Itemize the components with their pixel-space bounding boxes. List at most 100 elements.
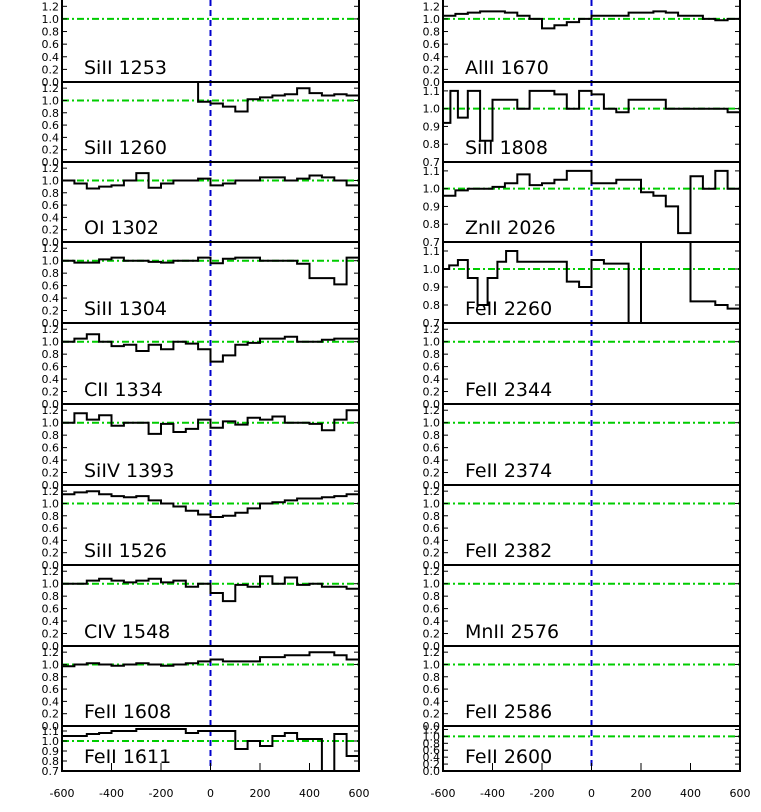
x-tick-label: 600: [730, 787, 751, 800]
y-tick-label: 0.6: [423, 744, 441, 757]
y-tick-label: 0.8: [42, 26, 60, 39]
y-tick-label: 0.8: [423, 299, 441, 312]
y-tick-label: 0.6: [42, 119, 60, 132]
spectrum-series: [443, 169, 740, 235]
y-tick-label: 1.2: [42, 565, 60, 578]
y-tick-label: 0.2: [42, 467, 60, 480]
y-tick-label: 0.8: [42, 590, 60, 603]
x-tick-label: -600: [431, 787, 456, 800]
panel-line-label: FeII 1608: [84, 701, 171, 723]
panel-line-label: FeII 2260: [465, 298, 552, 320]
y-tick-label: 1.0: [423, 578, 441, 591]
y-tick-label: 0.4: [42, 534, 60, 547]
panel-line-label: FeII 1611: [84, 746, 171, 768]
y-tick-label: 1.0: [42, 497, 60, 510]
y-tick-label: 1.1: [42, 725, 60, 738]
panel-line-label: ZnII 2026: [465, 217, 556, 239]
y-tick-label: 0.8: [42, 671, 60, 684]
y-tick-label: 0.0: [423, 640, 441, 653]
y-tick-label: 0.6: [42, 199, 60, 212]
y-tick-label: 1.2: [42, 82, 60, 95]
x-tick-label: 200: [250, 787, 271, 800]
y-tick-label: 1.2: [42, 242, 60, 255]
y-tick-label: 0.6: [42, 442, 60, 455]
x-tick-label: -200: [530, 787, 555, 800]
y-tick-label: 0.7: [423, 156, 441, 169]
y-tick-label: 0.8: [423, 138, 441, 151]
y-tick-label: 1.2: [423, 723, 441, 736]
x-tick-label: 600: [349, 787, 370, 800]
y-tick-label: 0.0: [42, 156, 60, 169]
y-tick-label: 0.0: [423, 479, 441, 492]
y-tick-label: 0.6: [423, 522, 441, 535]
y-tick-label: 0.4: [423, 373, 441, 386]
x-tick-label: 200: [631, 787, 652, 800]
y-tick-label: 1.1: [423, 165, 441, 178]
panel-line-label: CII 1334: [84, 379, 163, 401]
y-tick-label: 0.0: [42, 559, 60, 572]
x-tick-label: -200: [149, 787, 174, 800]
y-tick-label: 1.2: [42, 323, 60, 336]
y-tick-label: 0.6: [423, 683, 441, 696]
y-tick-label: 0.2: [423, 628, 441, 641]
y-tick-label: 0.8: [42, 510, 60, 523]
y-tick-label: 0.4: [42, 615, 60, 628]
y-tick-label: 1.2: [42, 0, 60, 13]
y-tick-label: 0.6: [423, 361, 441, 374]
spectrum-series: [443, 89, 740, 142]
y-tick-label: 0.6: [423, 38, 441, 51]
y-tick-label: 0.9: [423, 120, 441, 133]
x-tick-label: -600: [50, 787, 75, 800]
y-tick-label: 0.2: [42, 144, 60, 157]
y-tick-label: 0.8: [423, 348, 441, 361]
y-tick-label: 0.4: [42, 373, 60, 386]
panel-line-label: MnII 2576: [465, 621, 559, 643]
y-tick-label: 1.2: [423, 646, 441, 659]
y-tick-label: 0.0: [423, 765, 441, 778]
spectrum-series: [62, 728, 359, 771]
y-tick-label: 1.2: [423, 485, 441, 498]
y-tick-label: 0.6: [42, 361, 60, 374]
y-tick-label: 0.0: [42, 317, 60, 330]
y-tick-label: 0.0: [42, 720, 60, 733]
y-tick-label: 0.6: [42, 603, 60, 616]
y-tick-label: 0.8: [423, 26, 441, 39]
y-tick-label: 1.0: [42, 174, 60, 187]
y-tick-label: 1.0: [42, 417, 60, 430]
panel-line-label: SiII 1253: [84, 57, 167, 79]
y-tick-label: 1.1: [423, 245, 441, 258]
panel-line-label: OI 1302: [84, 217, 159, 239]
y-tick-label: 0.2: [423, 386, 441, 399]
y-tick-label: 0.4: [42, 292, 60, 305]
x-tick-label: -400: [99, 787, 124, 800]
y-tick-label: 0.0: [42, 479, 60, 492]
y-tick-label: 0.8: [42, 107, 60, 120]
y-tick-label: 1.0: [42, 255, 60, 268]
x-tick-label: 0: [207, 787, 214, 800]
y-tick-label: 0.8: [42, 348, 60, 361]
y-tick-label: 0.8: [423, 737, 441, 750]
y-tick-label: 0.8: [42, 429, 60, 442]
y-tick-label: 0.2: [42, 628, 60, 641]
y-tick-label: 0.7: [423, 236, 441, 249]
y-tick-label: 1.2: [423, 323, 441, 336]
y-tick-label: 0.2: [42, 386, 60, 399]
y-tick-label: 0.9: [423, 200, 441, 213]
y-tick-label: 0.0: [42, 76, 60, 89]
panel-line-label: SiII 1260: [84, 137, 167, 159]
x-tick-label: 0: [588, 787, 595, 800]
y-tick-label: 0.9: [42, 745, 60, 758]
panel-line-label: AlII 1670: [465, 57, 549, 79]
y-tick-label: 1.0: [42, 336, 60, 349]
y-tick-label: 0.6: [42, 522, 60, 535]
y-tick-label: 0.4: [42, 51, 60, 64]
y-tick-label: 0.0: [42, 640, 60, 653]
y-tick-label: 1.2: [423, 404, 441, 417]
spectrum-series: [62, 651, 359, 668]
panel-line-label: FeII 2600: [465, 746, 552, 768]
panel-line-label: SiII 1808: [465, 137, 548, 159]
spectrum-series: [185, 82, 359, 113]
y-tick-label: 0.2: [423, 708, 441, 721]
y-tick-label: 0.6: [423, 442, 441, 455]
